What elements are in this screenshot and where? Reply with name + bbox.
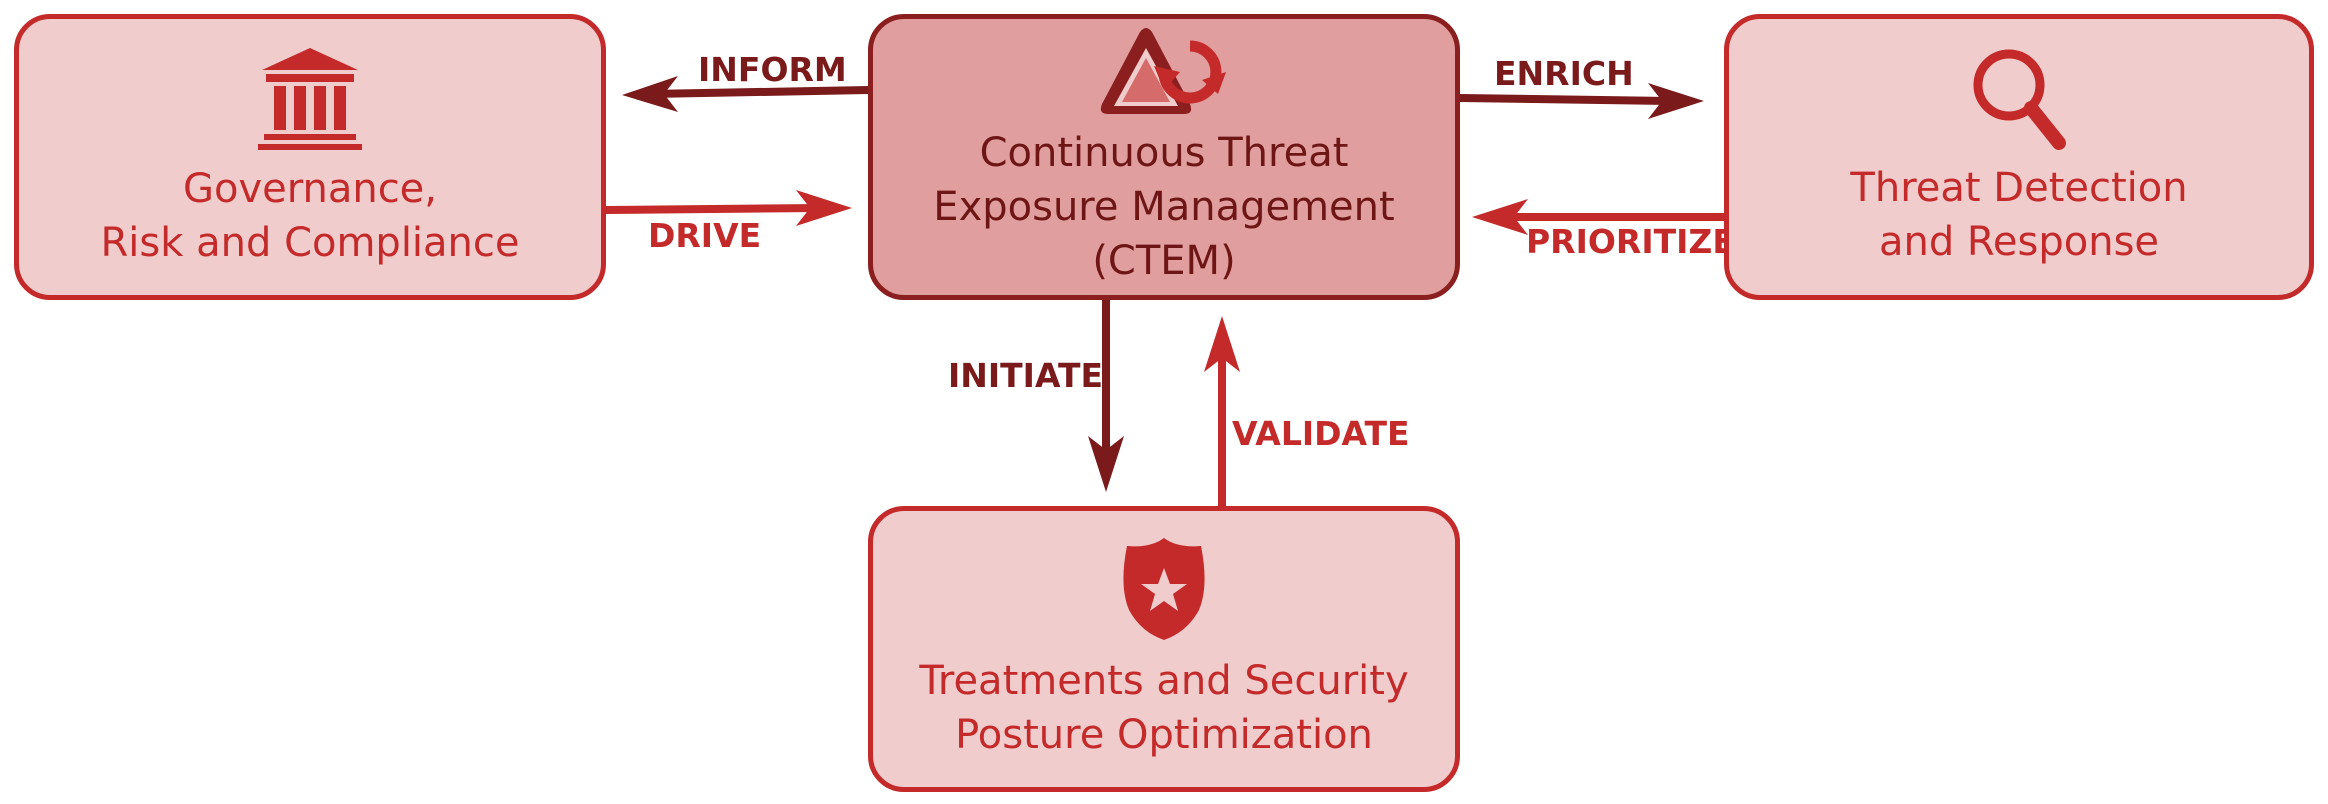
bank-building-icon [258,48,362,150]
node-ctem: Continuous Threat Exposure Management (C… [868,14,1460,300]
warning-cycle-icon [1100,28,1226,114]
arrow-initiate [1088,300,1124,492]
label-initiate: INITIATE [948,356,1103,395]
node-title-line1: Threat Detection [1850,165,2188,211]
node-title-line1: Treatments and Security [919,658,1409,704]
arrow-prioritize [1472,199,1724,235]
label-inform: INFORM [698,50,847,89]
node-title-line1: Governance, [182,166,438,212]
label-validate: VALIDATE [1232,414,1410,453]
node-title-line2: Exposure Management [933,184,1395,230]
node-title-line2: Posture Optimization [955,712,1373,758]
node-title-line2: Risk and Compliance [100,220,520,266]
label-prioritize: PRIORITIZE [1526,222,1735,261]
label-enrich: ENRICH [1494,54,1634,93]
magnifier-icon [1973,49,2066,150]
arrow-drive [605,190,852,226]
node-title-line3: (CTEM) [1092,238,1236,284]
node-title-line2: and Response [1878,219,2160,265]
shield-star-icon [1123,538,1205,640]
label-drive: DRIVE [648,216,762,255]
arrow-enrich [1459,83,1704,119]
arrow-inform [622,76,869,112]
node-treatments-security-posture: Treatments and Security Posture Optimiza… [868,506,1460,792]
node-title-line1: Continuous Threat [979,130,1349,176]
arrow-validate [1204,316,1240,506]
node-threat-detection-response: Threat Detection and Response [1724,14,2314,300]
node-governance-risk-compliance: Governance, Risk and Compliance [14,14,606,300]
